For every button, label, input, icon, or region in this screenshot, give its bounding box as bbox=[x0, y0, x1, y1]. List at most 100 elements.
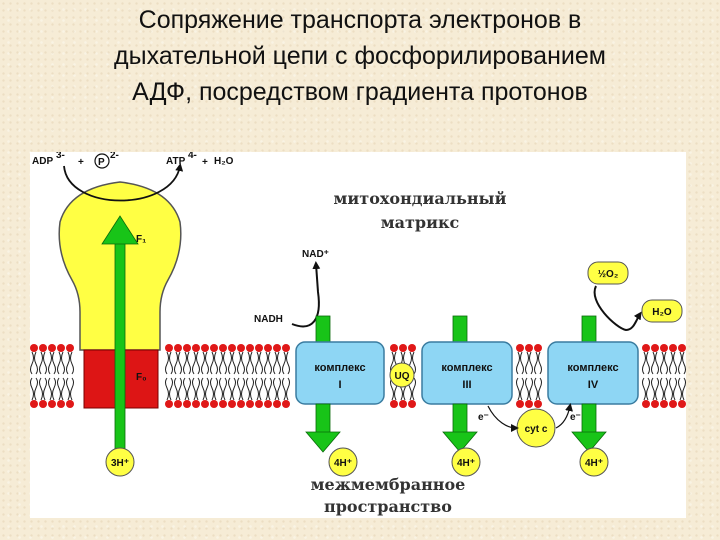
lipid-tail bbox=[273, 351, 281, 375]
lipid-head bbox=[66, 400, 74, 408]
atp-synthesis-arrow bbox=[63, 163, 184, 202]
plus-sign-2: + bbox=[202, 157, 208, 168]
lipid-head bbox=[525, 344, 533, 352]
lipid-tail bbox=[516, 351, 524, 375]
proton-label-complex1: 4H⁺ bbox=[334, 458, 352, 469]
lipid-tail bbox=[282, 351, 290, 375]
proton-bubble-complex3: 4H⁺ bbox=[451, 447, 481, 477]
lipid-tail bbox=[642, 377, 650, 401]
lipid-head bbox=[642, 400, 650, 408]
lipid-tail bbox=[246, 377, 254, 401]
atp-label: ATP bbox=[166, 156, 186, 167]
lipid-head bbox=[228, 344, 236, 352]
lipid-tail bbox=[183, 351, 191, 375]
lipid-tail bbox=[39, 377, 47, 401]
plus-sign-1: + bbox=[78, 157, 84, 168]
lipid-tail bbox=[219, 377, 227, 401]
lipid-head bbox=[408, 344, 416, 352]
lipid-head bbox=[192, 344, 200, 352]
lipid-tail bbox=[66, 351, 74, 375]
lipid-tail bbox=[210, 351, 218, 375]
lipid-tail bbox=[660, 377, 668, 401]
phosphate-label: P bbox=[98, 157, 105, 168]
lipid-tail bbox=[57, 377, 65, 401]
lipid-head bbox=[48, 400, 56, 408]
lipid-head bbox=[399, 344, 407, 352]
lipid-head bbox=[210, 344, 218, 352]
lipid-tail bbox=[183, 377, 191, 401]
f1-label: F₁ bbox=[136, 234, 146, 245]
lipid-head bbox=[669, 400, 677, 408]
lipid-head bbox=[165, 400, 173, 408]
lipid-head bbox=[255, 400, 263, 408]
lipid-head bbox=[678, 400, 686, 408]
complex-3-label: комплекс bbox=[441, 362, 492, 374]
lipid-head bbox=[534, 400, 542, 408]
lipid-tail bbox=[237, 377, 245, 401]
lipid-tail bbox=[525, 351, 533, 375]
lipid-tail bbox=[30, 377, 38, 401]
nad-label: NAD⁺ bbox=[302, 249, 329, 260]
lipid-tail bbox=[165, 351, 173, 375]
title-line-1: Сопряжение транспорта электронов в bbox=[138, 6, 582, 34]
matrix-label-line2: матрикс bbox=[381, 213, 460, 232]
complex-3-number: III bbox=[462, 379, 471, 391]
lipid-tail bbox=[516, 377, 524, 401]
lipid-head bbox=[228, 400, 236, 408]
lipid-head bbox=[237, 344, 245, 352]
lipid-tail bbox=[30, 351, 38, 375]
phosphate-charge: 2- bbox=[110, 152, 119, 161]
lipid-tail bbox=[48, 377, 56, 401]
reaction-equation: ADP 3- + P 2- ATP 4- + H₂O bbox=[32, 152, 234, 169]
lipid-head bbox=[390, 400, 398, 408]
lipid-tail bbox=[678, 377, 686, 401]
lipid-tail bbox=[273, 377, 281, 401]
lipid-tail bbox=[39, 351, 47, 375]
lipid-head bbox=[273, 344, 281, 352]
lipid-tail bbox=[210, 377, 218, 401]
complex-4-number: IV bbox=[588, 379, 599, 391]
lipid-tail bbox=[246, 351, 254, 375]
proton-label-complex3: 4H⁺ bbox=[457, 458, 475, 469]
lipid-tail bbox=[174, 351, 182, 375]
electron-arrow-in bbox=[487, 405, 519, 432]
lipid-tail bbox=[255, 351, 263, 375]
title-line-2: дыхательной цепи с фосфорилированием bbox=[114, 42, 606, 70]
lipid-head bbox=[525, 400, 533, 408]
slide-title: Сопряжение транспорта электронов в дыхат… bbox=[20, 2, 700, 110]
lipid-head bbox=[516, 400, 524, 408]
oxygen-label: ½O₂ bbox=[598, 269, 619, 280]
lipid-head bbox=[651, 344, 659, 352]
lipid-head bbox=[30, 344, 38, 352]
nadh-oxidation-arrow bbox=[291, 261, 321, 328]
title-line-3: АДФ, посредством градиента протонов bbox=[132, 78, 588, 106]
water-box bbox=[641, 299, 683, 323]
complex-3: комплекс III bbox=[421, 315, 513, 453]
oxygen-box bbox=[587, 261, 629, 285]
cytc-label: cyt c bbox=[525, 424, 548, 435]
complex-4: комплекс IV bbox=[547, 315, 639, 453]
lipid-tail bbox=[264, 377, 272, 401]
lipid-head bbox=[30, 400, 38, 408]
lipid-tail bbox=[642, 351, 650, 375]
lipid-tail bbox=[669, 351, 677, 375]
ubiquinone-label: UQ bbox=[395, 371, 410, 382]
lipid-tail bbox=[651, 377, 659, 401]
proton-bubble-complex4: 4H⁺ bbox=[579, 447, 609, 477]
lipid-head bbox=[264, 400, 272, 408]
lipid-tail bbox=[192, 351, 200, 375]
complex-4-label: комплекс bbox=[567, 362, 618, 374]
lipid-tail bbox=[57, 351, 65, 375]
phosphate-circle bbox=[94, 153, 110, 169]
lipid-head bbox=[174, 400, 182, 408]
lipid-head bbox=[57, 400, 65, 408]
intermembrane-label-line1: межмембранное bbox=[311, 475, 466, 494]
electron-transport-diagram: F₁ F₀ ADP 3- + P 2- ATP 4- + H₂O митохон… bbox=[30, 152, 686, 518]
proton-label-synthase: 3H⁺ bbox=[111, 458, 129, 469]
lipid-head bbox=[246, 400, 254, 408]
lipid-tail bbox=[282, 377, 290, 401]
proton-label-complex4: 4H⁺ bbox=[585, 458, 603, 469]
intermembrane-label-line2: пространство bbox=[324, 497, 452, 516]
proton-bubble-synthase: 3H⁺ bbox=[105, 447, 135, 477]
lipid-tail bbox=[48, 351, 56, 375]
